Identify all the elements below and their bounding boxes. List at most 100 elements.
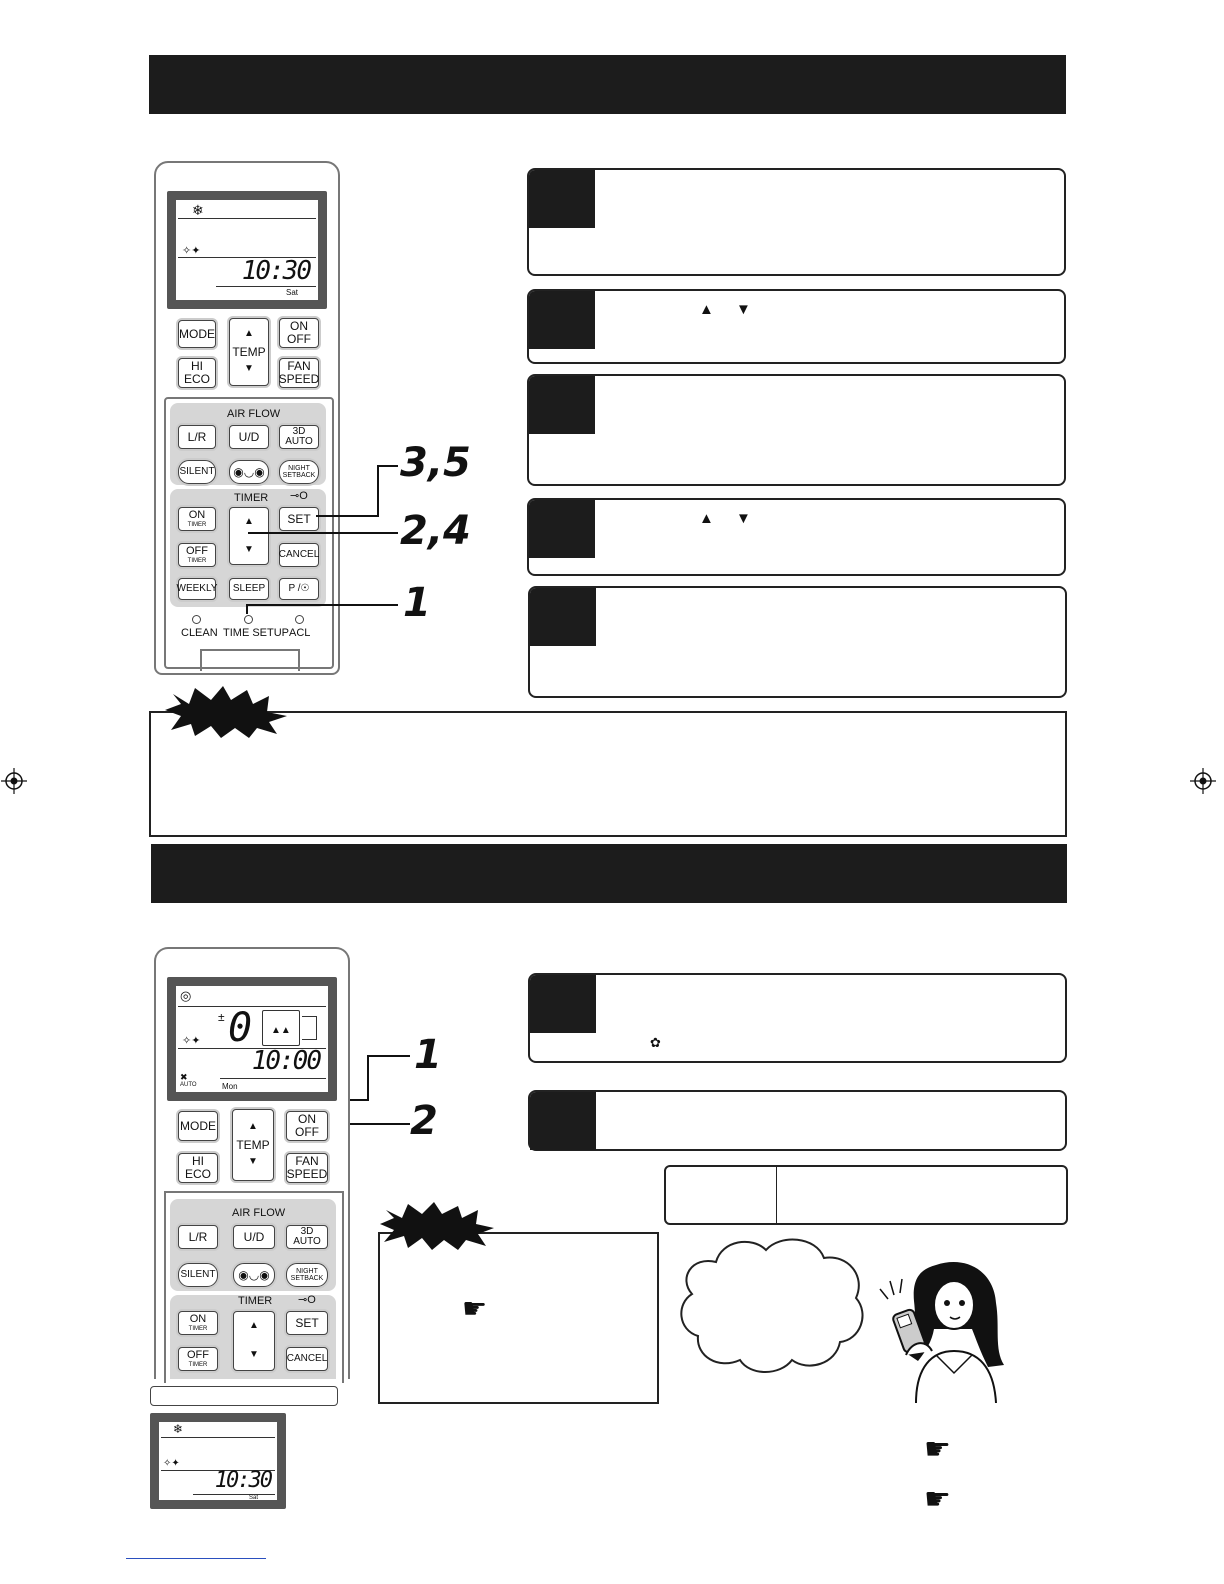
note-box-2: ☛ [378, 1232, 659, 1404]
ud-button[interactable]: U/D [229, 425, 269, 449]
thought-bubble [680, 1238, 864, 1373]
section-header-bar-1 [149, 55, 1066, 114]
timer-up-icon: ▲ [244, 515, 254, 527]
timer-down-icon: ▼ [244, 543, 254, 555]
mode-button[interactable]: MODE [178, 1111, 218, 1141]
sun-flower-icon: ✿ [650, 1035, 661, 1050]
mini-display-clock: 10:30 [214, 1468, 273, 1493]
wireless-icon: ☉ [300, 582, 310, 594]
weekly-button[interactable]: WEEKLY [177, 578, 217, 600]
temp-button[interactable]: ▲ TEMP ▼ [229, 318, 269, 386]
remote-control-2: ◎ ± 0 ▲▲ ✧✦ 10:00 ✖ AUTO Mon MODE ▲ TEMP… [154, 947, 350, 1383]
silent-button[interactable]: SILENT [178, 460, 216, 484]
cancel-button[interactable]: CANCEL [286, 1347, 328, 1371]
set-button[interactable]: SET [286, 1311, 328, 1335]
step-box-5 [528, 586, 1067, 698]
woman-holding-remote-illustration [879, 1262, 1004, 1404]
silent-button[interactable]: SILENT [178, 1263, 218, 1287]
lr-button[interactable]: L/R [178, 1225, 218, 1249]
timer-up-down-button[interactable]: ▲ ▼ [229, 507, 269, 565]
robot-face-icon: ◉◡◉ [233, 464, 265, 479]
time-setup-button[interactable] [244, 615, 253, 624]
step-number-block [530, 588, 596, 646]
ud-button[interactable]: U/D [233, 1225, 275, 1249]
time-setup-label: TIME SETUP [223, 627, 290, 639]
auto-mode-icon: ◎ [180, 988, 192, 1003]
acl-label: ACL [289, 627, 311, 639]
battery-cover [200, 649, 300, 671]
sparkle-icon: ✧✦ [182, 1035, 201, 1047]
clean-label: CLEAN [181, 627, 218, 639]
snowflake-icon: ❄ [173, 1422, 184, 1436]
timer-label: TIMER [234, 492, 269, 504]
fan-auto-label: AUTO [180, 1082, 197, 1088]
display-clock: 10:00 [251, 1046, 322, 1076]
pointing-hand-icon: ☛ [462, 1293, 488, 1324]
robot-face-button[interactable]: ◉◡◉ [229, 460, 269, 484]
pointing-hand-icon: ☛ [924, 1483, 951, 1516]
display-day: Mon [222, 1082, 238, 1091]
step-box-1b: ✿ [528, 973, 1067, 1063]
acl-button[interactable] [295, 615, 304, 624]
callout-step-2: 2 [410, 1098, 438, 1144]
step-number-block [530, 1092, 596, 1150]
temp-value: 0 [228, 1005, 253, 1051]
sparkle-icon: ✧✦ [182, 245, 201, 257]
sleep-button[interactable]: SLEEP [229, 578, 269, 600]
set-button[interactable]: SET [279, 507, 319, 531]
up-arrow-icon: ▲ [699, 510, 714, 527]
fan-icon: ✖ [180, 1072, 188, 1082]
temp-up-icon: ▲ [244, 328, 254, 340]
mini-display-day: Sat [249, 1495, 259, 1501]
3d-auto-button[interactable]: 3D AUTO [279, 425, 319, 449]
down-arrow-icon: ▼ [736, 301, 751, 318]
timer-label: TIMER [238, 1295, 273, 1307]
footer-rule [126, 1558, 266, 1559]
lr-button[interactable]: L/R [178, 425, 216, 449]
step-box-2: ▲ ▼ [527, 289, 1066, 364]
up-arrow-icon: ▲ [699, 301, 714, 318]
callout-step-2-4: 2,4 [400, 508, 471, 554]
section-header-bar-2 [151, 844, 1067, 903]
step-box-4: ▲ ▼ [527, 498, 1066, 576]
temp-button[interactable]: ▲ TEMP ▼ [232, 1109, 274, 1181]
down-arrow-icon: ▼ [736, 510, 751, 527]
louver-indicator: ▲▲ [262, 1010, 300, 1046]
3d-auto-button[interactable]: 3D AUTO [286, 1225, 328, 1249]
callout-step-1: 1 [414, 1032, 442, 1078]
step-number-block [529, 170, 595, 228]
display-day: Sat [286, 288, 299, 297]
cancel-button[interactable]: CANCEL [279, 543, 319, 567]
timer-up-down-button[interactable]: ▲ ▼ [233, 1311, 275, 1371]
step-box-2b [528, 1090, 1067, 1151]
note-burst-badge-1 [165, 686, 287, 738]
robot-face-button[interactable]: ◉◡◉ [233, 1263, 275, 1287]
clean-indicator [192, 615, 201, 624]
p-button[interactable]: P /☉ [279, 578, 319, 600]
timer-down-icon: ▼ [249, 1349, 259, 1361]
robot-face-icon: ◉◡◉ [238, 1267, 270, 1282]
display-clock: 10:30 [241, 256, 312, 286]
temp-down-icon: ▼ [248, 1156, 258, 1168]
caption-strip [150, 1386, 338, 1406]
mode-button[interactable]: MODE [178, 320, 216, 348]
temp-down-icon: ▼ [244, 363, 254, 375]
louver-arrows-icon: ▲▲ [271, 1025, 291, 1036]
step-number-block [529, 500, 595, 558]
step-box-3 [527, 374, 1066, 486]
note-box-1 [149, 711, 1067, 837]
unit-icon [302, 1016, 317, 1040]
